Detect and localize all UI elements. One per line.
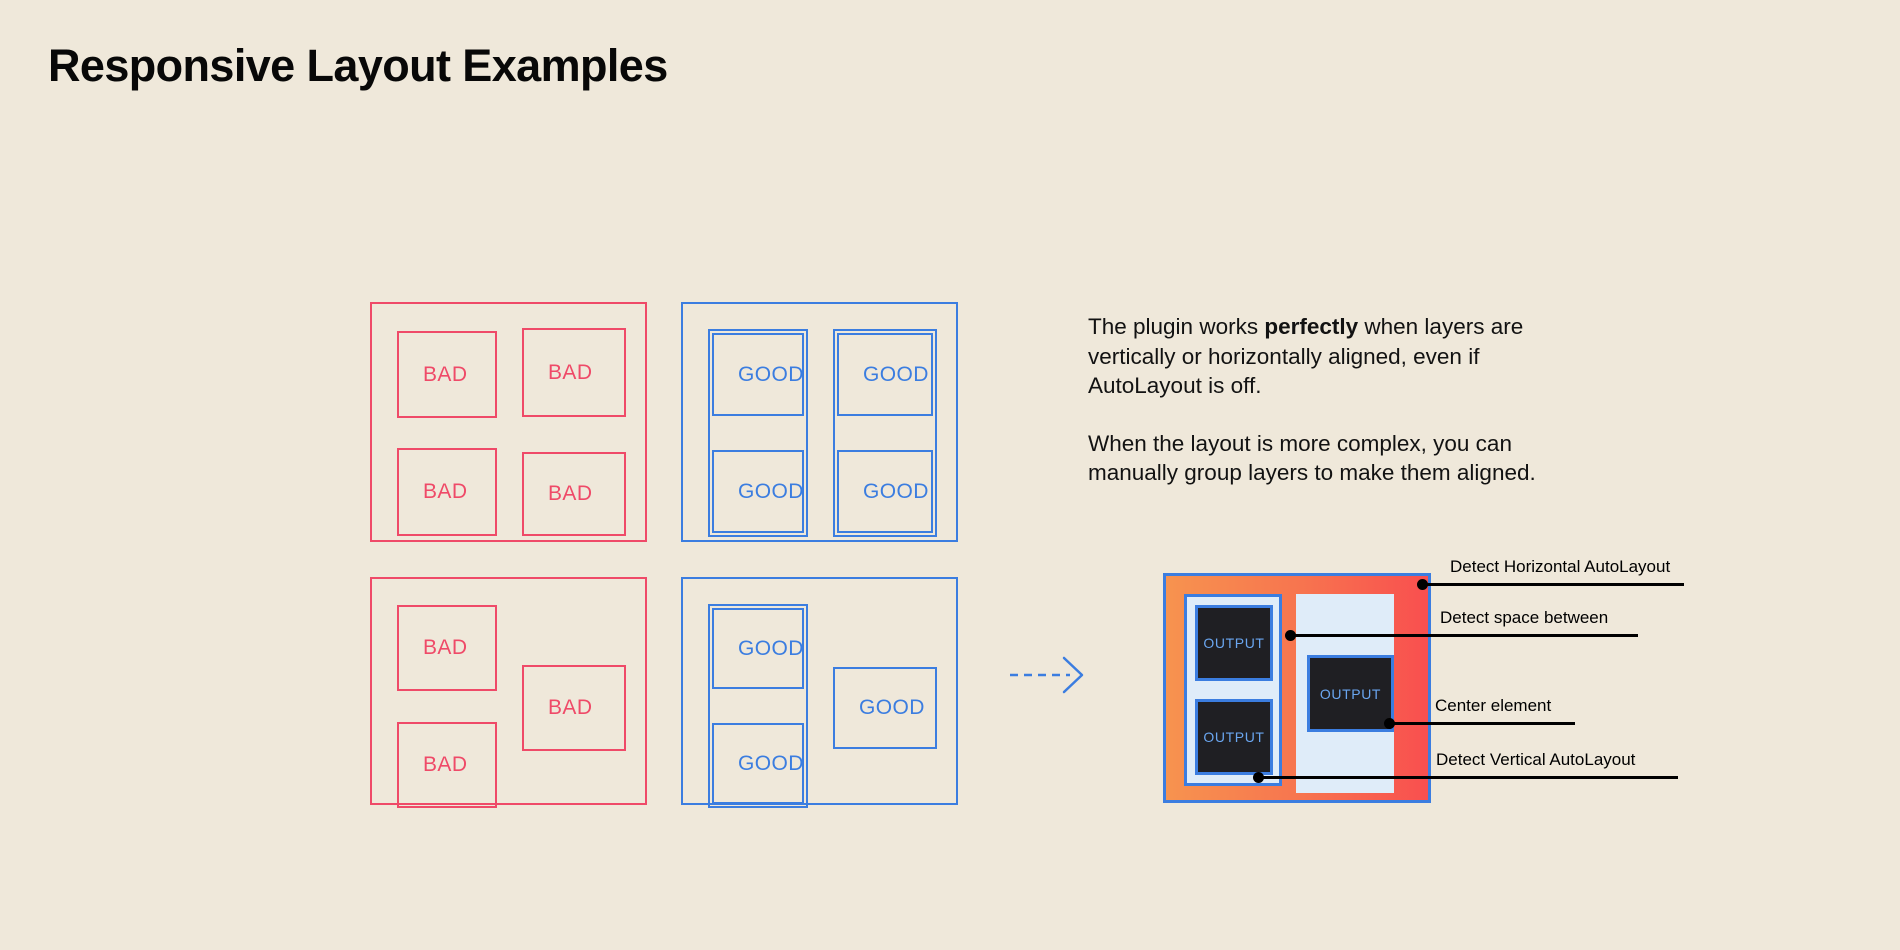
callout-dot	[1285, 630, 1296, 641]
diagram-left-group: OUTPUT OUTPUT	[1184, 594, 1282, 786]
callout-line	[1258, 776, 1678, 779]
bad-complex-cell-3: BAD	[397, 722, 497, 808]
example-panel-bad-complex: BAD BAD BAD	[370, 577, 647, 808]
good-complex-cell-1: GOOD	[712, 608, 804, 689]
output-label: OUTPUT	[1203, 635, 1265, 651]
paragraph1-part2: when layers are vertically or horizontal…	[1088, 314, 1524, 398]
good-complex-group-col	[708, 604, 808, 808]
paragraph1-part1: The plugin works	[1088, 314, 1265, 339]
cell-label: BAD	[423, 753, 468, 776]
callout-dot	[1417, 579, 1428, 590]
good-complex-cell-3: GOOD	[833, 667, 937, 749]
good-grid-cell-1: GOOD	[712, 333, 804, 416]
cell-label: BAD	[548, 360, 593, 384]
callout-dot	[1253, 772, 1264, 783]
good-grid-cell-2: GOOD	[837, 333, 933, 416]
cell-label: GOOD	[863, 362, 929, 386]
cell-label: GOOD	[738, 362, 804, 386]
callout-line	[1290, 634, 1638, 637]
good-grid-cell-3: GOOD	[712, 450, 804, 533]
example-panel-bad-grid: BAD BAD BAD BAD	[370, 302, 647, 542]
description-text: The plugin works perfectly when layers a…	[1088, 312, 1558, 488]
diagram-output-box-3: OUTPUT	[1307, 655, 1394, 732]
description-paragraph-2: When the layout is more complex, you can…	[1088, 430, 1536, 486]
cell-label: BAD	[423, 480, 468, 503]
callout-label: Detect space between	[1440, 608, 1609, 627]
cell-label: GOOD	[738, 751, 804, 775]
paragraph1-emphasis: perfectly	[1264, 314, 1359, 339]
bad-grid-cell-4: BAD	[522, 452, 626, 536]
callout-line	[1422, 583, 1684, 586]
page-title: Responsive Layout Examples	[48, 40, 668, 91]
cell-label: GOOD	[738, 479, 804, 503]
good-grid-group-col-1	[708, 329, 808, 537]
bad-grid-cell-2: BAD	[522, 328, 626, 417]
output-label: OUTPUT	[1203, 729, 1265, 745]
cell-label: BAD	[423, 636, 468, 659]
cell-label: BAD	[548, 696, 593, 719]
diagram-output-box-1: OUTPUT	[1195, 605, 1273, 681]
cell-label: GOOD	[738, 636, 804, 660]
callout-dot	[1384, 718, 1395, 729]
bad-complex-cell-1: BAD	[397, 605, 497, 691]
diagram-output-box-2: OUTPUT	[1195, 699, 1273, 775]
example-panel-good-grid: GOOD GOOD GOOD GOOD	[681, 302, 958, 542]
diagram-right-group: OUTPUT	[1296, 594, 1394, 793]
bad-grid-cell-3: BAD	[397, 448, 497, 536]
callout-label: Detect Vertical AutoLayout	[1436, 750, 1636, 769]
cell-label: GOOD	[859, 696, 925, 719]
good-grid-cell-4: GOOD	[837, 450, 933, 533]
bad-complex-cell-2: BAD	[522, 665, 626, 751]
callout-label: Center element	[1435, 696, 1552, 715]
cell-label: GOOD	[863, 479, 929, 503]
description-paragraph-1: The plugin works perfectly when layers a…	[1088, 312, 1558, 401]
cell-label: BAD	[423, 362, 468, 386]
good-grid-group-col-2	[833, 329, 937, 537]
good-complex-cell-2: GOOD	[712, 723, 804, 804]
callout-label: Detect Horizontal AutoLayout	[1450, 557, 1671, 576]
annotated-layout-diagram: OUTPUT OUTPUT OUTPUT	[1163, 573, 1431, 803]
bad-grid-cell-1: BAD	[397, 331, 497, 418]
example-panel-good-complex: GOOD GOOD GOOD	[681, 577, 958, 808]
cell-label: BAD	[548, 482, 593, 505]
dashed-arrow-right-icon	[1010, 655, 1090, 695]
output-label: OUTPUT	[1319, 685, 1382, 702]
callout-line	[1389, 722, 1575, 725]
